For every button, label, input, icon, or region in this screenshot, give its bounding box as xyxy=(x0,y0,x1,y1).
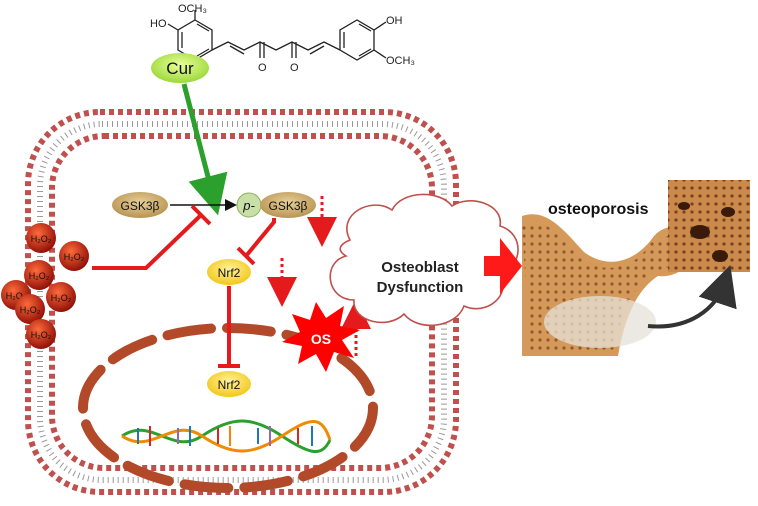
h2o2-molecule: H₂O₂ xyxy=(46,282,76,312)
h2o2-label: H₂O₂ xyxy=(20,305,41,315)
nrf2-cyto-label: Nrf2 xyxy=(218,266,241,280)
hydroxy-right-label: OH xyxy=(386,15,403,27)
h2o2-molecule: H₂O₂ xyxy=(26,319,56,349)
h2o2-cluster: H₂O₂ H₂O₂ H₂O₂ H₂O₂ H₂O₂ H₂O₂ H₂O₂ xyxy=(1,223,89,349)
gsk-node xyxy=(112,192,168,218)
nrf2-cyto-node xyxy=(207,259,251,285)
p-gsk-node xyxy=(260,192,316,218)
h2o2-inhibition-line xyxy=(92,214,202,270)
cur-activation-arrow xyxy=(181,83,228,216)
cloud-label-line2: Dysfunction xyxy=(377,279,464,296)
osteoporosis-label: osteoporosis xyxy=(548,201,649,218)
gsk-label: GSK3β xyxy=(121,199,160,213)
h2o2-label: H₂O₂ xyxy=(31,330,52,340)
h2o2-inhibition-bar xyxy=(190,204,212,226)
h2o2-molecule: H₂O₂ xyxy=(24,260,54,290)
femur-illustration xyxy=(522,214,694,356)
os-label: OS xyxy=(311,331,331,347)
pgsk-inhibits-nrf2-bar xyxy=(236,246,256,266)
pgsk-inhibits-nrf2 xyxy=(244,218,276,258)
cloud-label-line1: Osteoblast xyxy=(381,259,459,276)
carbonyl-left-label: O xyxy=(258,62,267,74)
h2o2-molecule: H₂O₂ xyxy=(26,223,56,253)
carbonyl-right-label: O xyxy=(290,62,299,74)
cur-label: Cur xyxy=(166,59,194,78)
h2o2-label: H₂O₂ xyxy=(6,291,27,301)
dna-helix xyxy=(121,419,332,453)
porous-bone-inset xyxy=(668,180,750,272)
h2o2-molecule: H₂O₂ xyxy=(15,294,45,324)
nrf2-nucleus-label: Nrf2 xyxy=(218,378,241,392)
p-gsk-label: GSK3β xyxy=(269,199,308,213)
nrf2-nucleus-node xyxy=(207,371,251,397)
methoxy-right-label: OCH₃ xyxy=(386,55,415,67)
phospho-prefix-label: p- xyxy=(242,198,255,213)
dysfunction-to-osteoporosis-arrow xyxy=(484,238,522,294)
h2o2-label: H₂O₂ xyxy=(29,271,50,281)
h2o2-label: H₂O₂ xyxy=(31,234,52,244)
curcumin-structure xyxy=(167,10,387,61)
hydroxy-left-label: HO xyxy=(150,18,167,30)
h2o2-label: H₂O₂ xyxy=(64,252,85,262)
osteoblast-dysfunction-cloud xyxy=(329,193,519,327)
h2o2-molecule: H₂O₂ xyxy=(59,241,89,271)
methoxy-left-label: OCH₃ xyxy=(178,3,207,15)
cur-node xyxy=(151,53,209,83)
h2o2-label: H₂O₂ xyxy=(51,293,72,303)
inset-pointer-arrow xyxy=(647,265,737,329)
os-burst xyxy=(282,302,360,372)
